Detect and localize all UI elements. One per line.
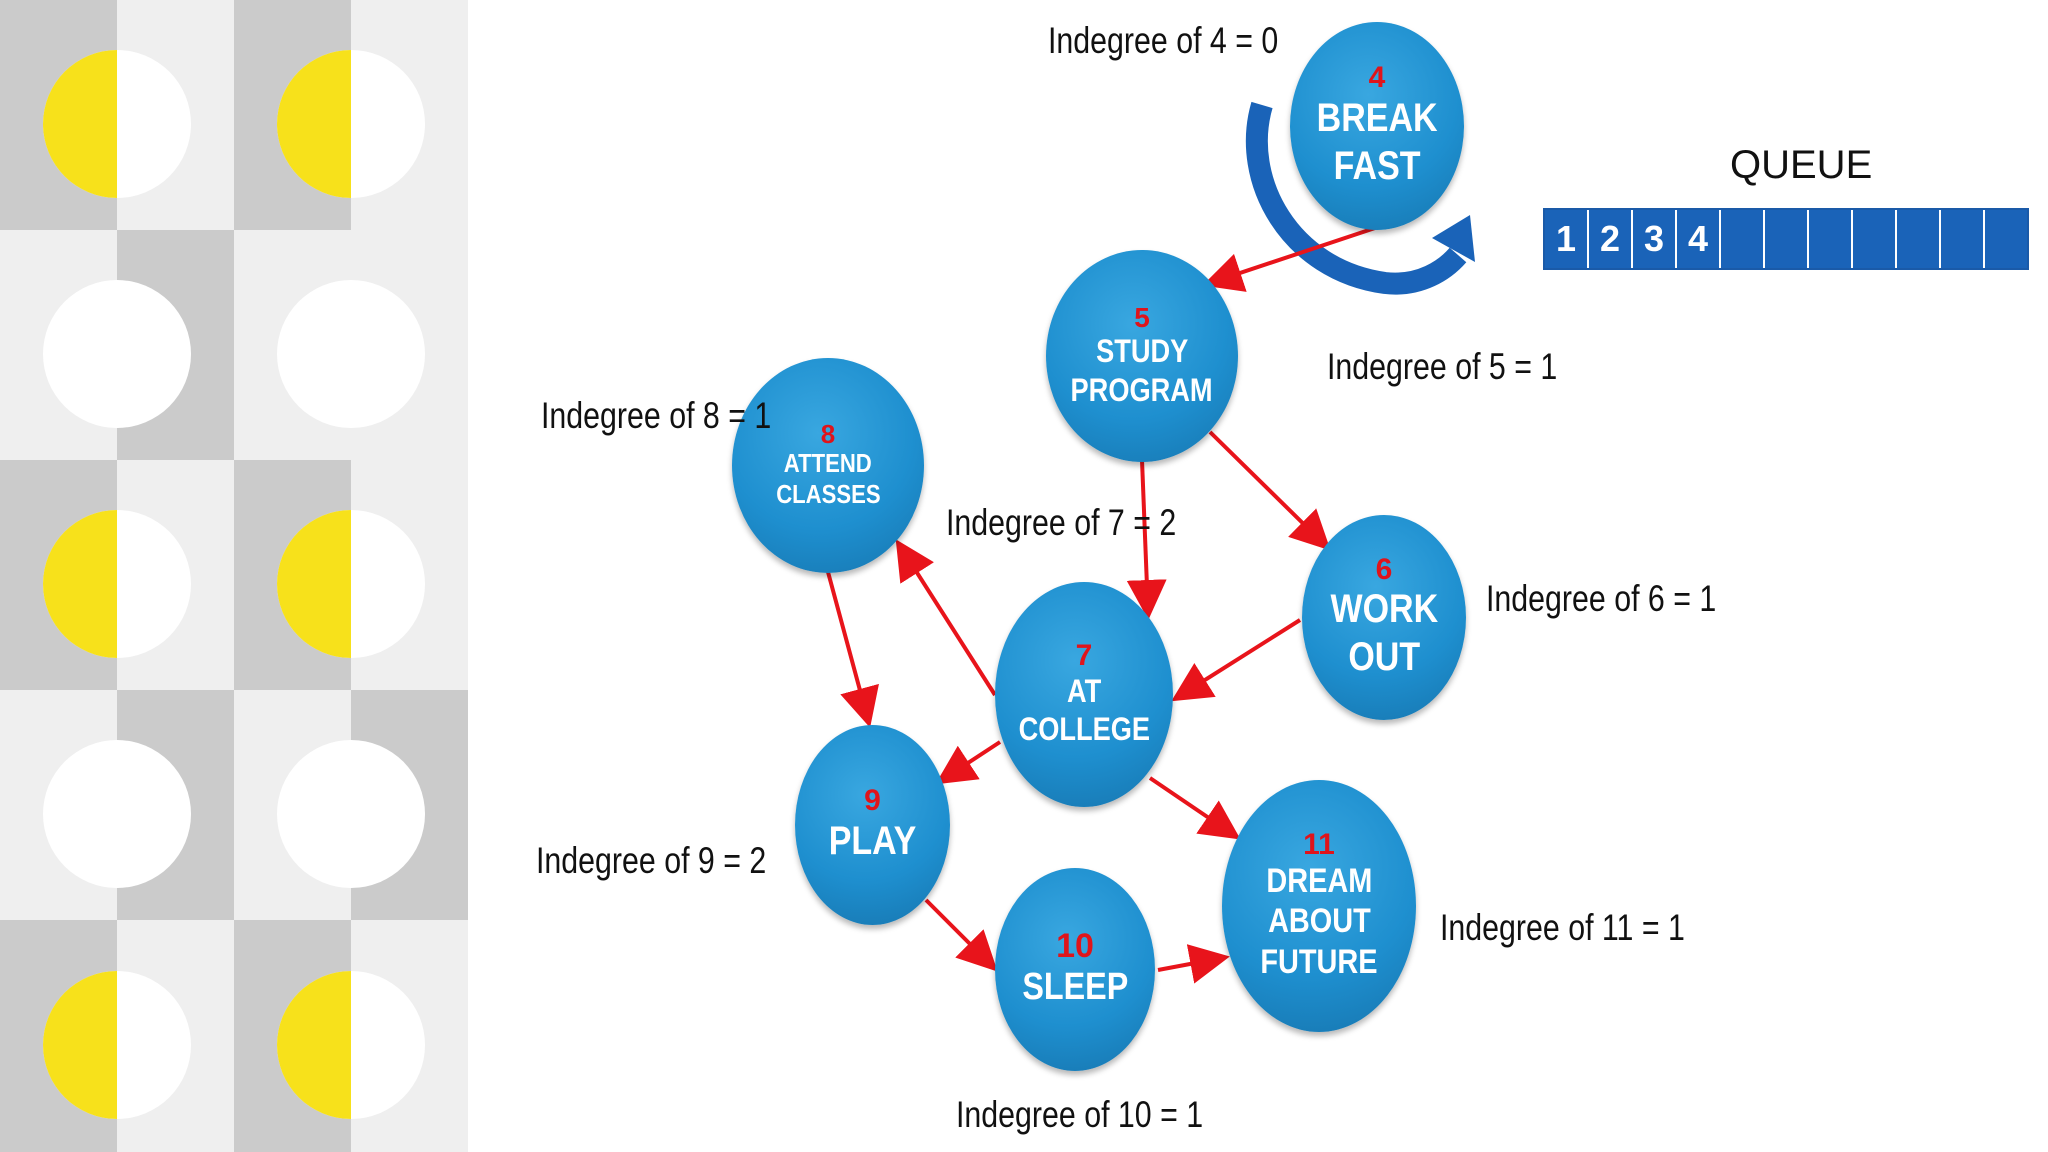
queue-cell	[1809, 210, 1853, 268]
deco-circle	[43, 280, 191, 428]
node-number: 6	[1375, 552, 1393, 586]
queue-curved-arrow	[1245, 101, 1467, 295]
edge-7-11	[1148, 776, 1241, 840]
deco-circle	[43, 971, 191, 1119]
edge-9-10	[924, 898, 998, 972]
node-label: ABOUT	[1267, 902, 1371, 941]
indegree-label-8: Indegree of 8 = 1	[541, 395, 772, 436]
node-label: PLAY	[828, 818, 917, 863]
deco-circle	[277, 510, 425, 658]
node-label: PROGRAM	[1070, 371, 1214, 408]
node-label: AT	[1066, 672, 1102, 709]
node-11: 11 DREAM ABOUT FUTURE	[1222, 780, 1416, 1032]
deco-circle	[43, 510, 191, 658]
node-number: 10	[1056, 926, 1094, 965]
node-number: 5	[1134, 301, 1150, 333]
node-label: CLASSES	[775, 479, 881, 510]
node-5: 5 STUDY PROGRAM	[1046, 250, 1238, 462]
node-8: 8 ATTEND CLASSES	[732, 358, 924, 573]
deco-circle	[277, 971, 425, 1119]
node-number: 4	[1368, 61, 1386, 95]
queue-title: QUEUE	[1730, 143, 1873, 187]
node-9: 9 PLAY	[795, 725, 950, 925]
queue-cell	[1765, 210, 1809, 268]
node-label: SLEEP	[1022, 965, 1128, 1008]
node-label: DREAM	[1266, 861, 1372, 900]
deco-circle	[277, 280, 425, 428]
deco-circle	[43, 740, 191, 888]
indegree-label-11: Indegree of 11 = 1	[1440, 907, 1685, 948]
edge-4-5	[1202, 225, 1379, 292]
indegree-label-9: Indegree of 9 = 2	[536, 840, 767, 881]
deco-circle	[43, 50, 191, 198]
node-7: 7 AT COLLEGE	[995, 582, 1173, 807]
edge-10-11	[1157, 944, 1230, 984]
node-label: BREAK	[1316, 95, 1438, 140]
decorative-pattern	[0, 0, 468, 1152]
deco-circle	[277, 50, 425, 198]
queue-cell	[1985, 210, 2027, 268]
node-number: 7	[1075, 639, 1093, 673]
edge-7-8	[895, 539, 997, 697]
indegree-label-10: Indegree of 10 = 1	[956, 1094, 1204, 1135]
queue-cell: 2	[1589, 210, 1633, 268]
node-label: FAST	[1333, 143, 1421, 188]
queue-curved-arrowhead	[1432, 215, 1475, 262]
node-number: 9	[864, 784, 881, 818]
edge-5-7	[1126, 459, 1167, 620]
indegree-label-5: Indegree of 5 = 1	[1327, 346, 1558, 387]
indegree-label-6: Indegree of 6 = 1	[1486, 578, 1717, 619]
indegree-label-7: Indegree of 7 = 2	[946, 502, 1177, 543]
node-number: 11	[1303, 828, 1335, 862]
queue-cell	[1853, 210, 1897, 268]
queue-cell: 4	[1677, 210, 1721, 268]
node-10: 10 SLEEP	[995, 868, 1155, 1071]
queue: 1 2 3 4	[1543, 208, 2029, 270]
node-label: ATTEND	[783, 447, 872, 478]
edge-7-9	[935, 740, 1002, 785]
node-label: WORK	[1330, 587, 1438, 632]
node-label: COLLEGE	[1018, 711, 1150, 748]
edge-5-6	[1208, 430, 1331, 551]
node-6: 6 WORK OUT	[1302, 515, 1466, 720]
deco-circle	[277, 740, 425, 888]
queue-cell	[1941, 210, 1985, 268]
node-label: OUT	[1348, 635, 1420, 680]
edge-8-9	[826, 571, 879, 728]
node-number: 8	[820, 418, 836, 449]
node-4: 4 BREAK FAST	[1290, 22, 1464, 230]
node-label: FUTURE	[1260, 943, 1378, 982]
queue-cell: 1	[1545, 210, 1589, 268]
queue-cell	[1721, 210, 1765, 268]
indegree-label-4: Indegree of 4 = 0	[1048, 20, 1279, 61]
queue-cell: 3	[1633, 210, 1677, 268]
node-label: STUDY	[1095, 333, 1189, 370]
edge-6-7	[1171, 618, 1302, 702]
queue-cell	[1897, 210, 1941, 268]
